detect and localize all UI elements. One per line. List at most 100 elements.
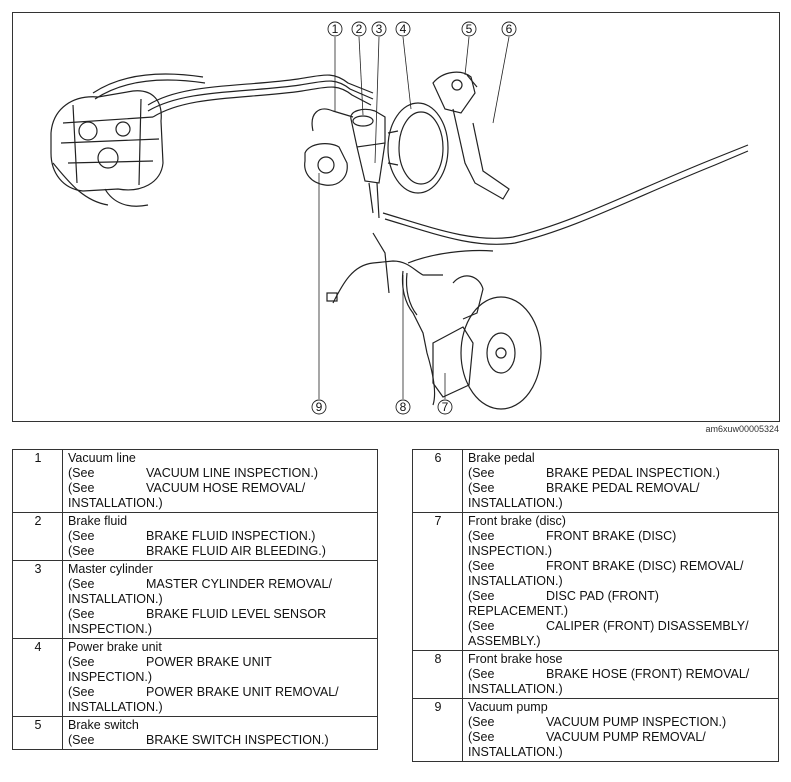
see-label: (See [468, 481, 495, 495]
part-number: 2 [12, 512, 63, 561]
procedure-reference[interactable]: (See POWER BRAKE UNIT [68, 655, 373, 670]
part-number: 4 [12, 638, 63, 717]
procedure-reference[interactable]: (See VACUUM PUMP INSPECTION.) [468, 715, 774, 730]
reference-link-continuation[interactable]: INSPECTION.) [68, 670, 153, 684]
reference-link-text[interactable]: BRAKE HOSE (FRONT) REMOVAL/ [546, 667, 750, 681]
reference-link-text[interactable]: BRAKE PEDAL INSPECTION.) [546, 466, 720, 480]
procedure-reference[interactable]: (See BRAKE FLUID LEVEL SENSOR [68, 607, 373, 622]
procedure-reference[interactable]: (See BRAKE PEDAL REMOVAL/ [468, 481, 774, 496]
reference-link-continuation[interactable]: REPLACEMENT.) [468, 604, 569, 618]
part-title: Brake pedal [468, 451, 535, 465]
reference-link-text[interactable]: BRAKE PEDAL REMOVAL/ [546, 481, 700, 495]
front-brake-hose-illustration [401, 270, 436, 406]
brake-pedal-illustration [432, 71, 510, 200]
reference-link-continuation[interactable]: INSTALLATION.) [468, 574, 563, 588]
part-title: Brake fluid [68, 514, 128, 528]
reference-link-continuation[interactable]: ASSEMBLY.) [468, 634, 541, 648]
reference-link-text[interactable]: BRAKE FLUID AIR BLEEDING.) [146, 544, 326, 558]
part-number: 1 [12, 449, 63, 513]
vacuum-pump-illustration [304, 108, 354, 186]
see-label: (See [68, 481, 95, 495]
reference-link-text[interactable]: VACUUM PUMP REMOVAL/ [546, 730, 706, 744]
image-code-label: am6xuw00005324 [705, 424, 779, 434]
procedure-reference[interactable]: (See BRAKE FLUID AIR BLEEDING.) [68, 544, 373, 559]
procedure-reference[interactable]: (See VACUUM LINE INSPECTION.) [68, 466, 373, 481]
see-label: (See [468, 667, 495, 681]
part-number: 5 [12, 716, 63, 750]
reference-link-text[interactable]: VACUUM HOSE REMOVAL/ [146, 481, 306, 495]
wiring-harness [326, 232, 443, 304]
procedure-reference[interactable]: (See FRONT BRAKE (DISC) REMOVAL/ [468, 559, 774, 574]
part-title: Power brake unit [68, 640, 162, 654]
reference-link-text[interactable]: POWER BRAKE UNIT [146, 655, 272, 669]
reference-link-continuation[interactable]: INSTALLATION.) [68, 496, 163, 510]
part-title: Vacuum line [68, 451, 136, 465]
see-label: (See [68, 655, 95, 669]
reference-link-text[interactable]: VACUUM LINE INSPECTION.) [146, 466, 319, 480]
part-number: 7 [412, 512, 463, 651]
reference-link-continuation[interactable]: INSTALLATION.) [468, 745, 563, 759]
callout-9: 9 [316, 400, 323, 414]
callout-8: 8 [400, 400, 407, 414]
reference-link-continuation[interactable]: INSPECTION.) [68, 622, 153, 636]
see-label: (See [68, 685, 95, 699]
reference-link-text[interactable]: FRONT BRAKE (DISC) [546, 529, 677, 543]
reference-link-text[interactable]: VACUUM PUMP INSPECTION.) [546, 715, 727, 729]
power-brake-unit-illustration [387, 102, 449, 194]
procedure-reference[interactable]: (See DISC PAD (FRONT) [468, 589, 774, 604]
callout-1: 1 [332, 22, 339, 36]
reference-link-text[interactable]: BRAKE FLUID LEVEL SENSOR [146, 607, 327, 621]
brake-system-diagram: 1 2 3 4 5 6 7 8 9 [12, 12, 780, 422]
reference-link-continuation[interactable]: INSTALLATION.) [68, 592, 163, 606]
part-description: Brake switch(See BRAKE SWITCH INSPECTION.… [62, 716, 378, 750]
reference-link-text[interactable]: CALIPER (FRONT) DISASSEMBLY/ [546, 619, 749, 633]
reference-link-text[interactable]: BRAKE FLUID INSPECTION.) [146, 529, 316, 543]
reference-link-text[interactable]: DISC PAD (FRONT) [546, 589, 659, 603]
reference-link-text[interactable]: BRAKE SWITCH INSPECTION.) [146, 733, 329, 747]
procedure-reference[interactable]: (See VACUUM HOSE REMOVAL/ [68, 481, 373, 496]
procedure-reference[interactable]: (See POWER BRAKE UNIT REMOVAL/ [68, 685, 373, 700]
see-label: (See [468, 715, 495, 729]
part-title: Brake switch [68, 718, 139, 732]
see-label: (See [468, 589, 495, 603]
reference-link-continuation[interactable]: INSTALLATION.) [468, 682, 563, 696]
reference-link-continuation[interactable]: INSTALLATION.) [68, 700, 163, 714]
part-title: Front brake (disc) [468, 514, 566, 528]
reference-link-text[interactable]: MASTER CYLINDER REMOVAL/ [146, 577, 332, 591]
reference-link-continuation[interactable]: INSTALLATION.) [468, 496, 563, 510]
part-number: 9 [412, 698, 463, 762]
procedure-reference[interactable]: (See BRAKE SWITCH INSPECTION.) [68, 733, 373, 748]
master-cylinder-illustration [350, 108, 386, 219]
part-title: Master cylinder [68, 562, 153, 576]
callout-4: 4 [400, 22, 407, 36]
reference-link-continuation[interactable]: INSPECTION.) [468, 544, 553, 558]
see-label: (See [68, 544, 95, 558]
callout-3: 3 [376, 22, 383, 36]
see-label: (See [68, 607, 95, 621]
see-label: (See [468, 559, 495, 573]
reference-link-text[interactable]: FRONT BRAKE (DISC) REMOVAL/ [546, 559, 744, 573]
see-label: (See [68, 466, 95, 480]
brake-lines [92, 73, 749, 264]
see-label: (See [68, 733, 95, 747]
reference-link-text[interactable]: POWER BRAKE UNIT REMOVAL/ [146, 685, 339, 699]
procedure-reference[interactable]: (See BRAKE HOSE (FRONT) REMOVAL/ [468, 667, 774, 682]
callout-7: 7 [442, 400, 449, 414]
